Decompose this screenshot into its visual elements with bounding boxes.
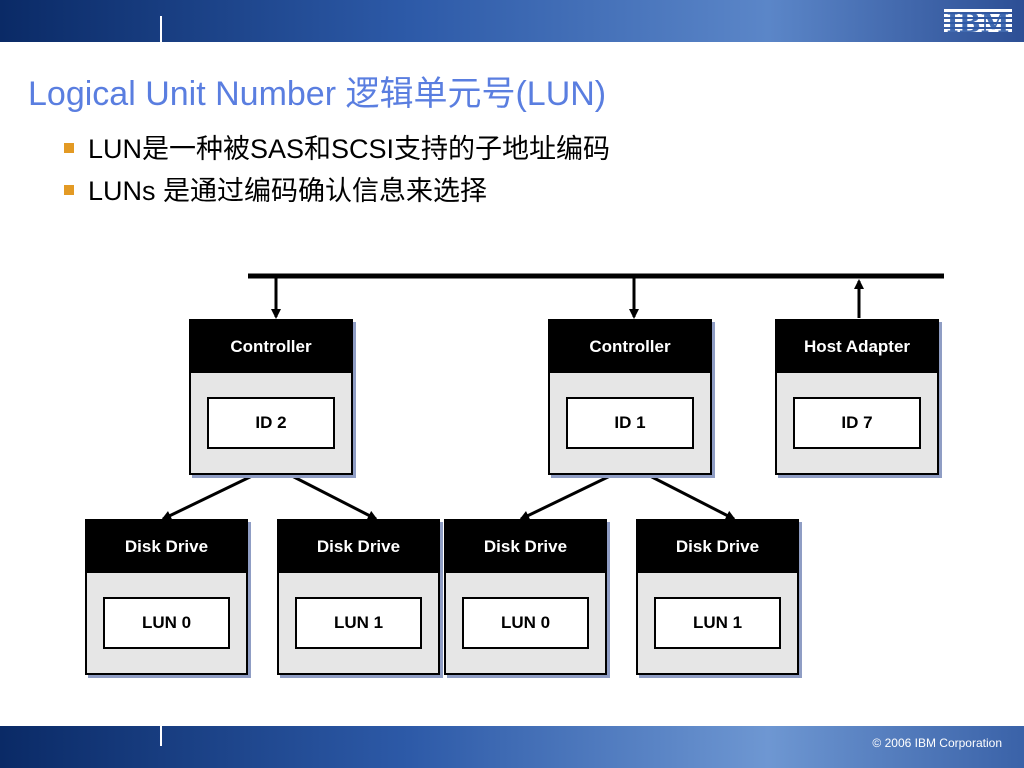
controller-box: Controller ID 2	[189, 319, 353, 475]
controller-id: ID 1	[566, 397, 694, 449]
controller-header: Controller	[550, 321, 710, 373]
host-adapter-header: Host Adapter	[777, 321, 937, 373]
controller-to-disk-arrow	[161, 474, 253, 521]
controller-id: ID 2	[207, 397, 335, 449]
disk-drive-header: Disk Drive	[638, 521, 797, 573]
lun-label: LUN 0	[462, 597, 589, 649]
square-bullet-icon	[64, 185, 74, 195]
controller-box: Controller ID 1	[548, 319, 712, 475]
top-banner: IBM	[0, 0, 1024, 42]
bullet-item: LUNs 是通过编码确认信息来选择	[64, 170, 610, 212]
disk-drive-box: Disk Drive LUN 0	[85, 519, 248, 675]
host-adapter-id: ID 7	[793, 397, 921, 449]
disk-drive-box: Disk Drive LUN 1	[277, 519, 440, 675]
copyright-text: © 2006 IBM Corporation	[872, 736, 1002, 750]
disk-drive-box: Disk Drive LUN 1	[636, 519, 799, 675]
square-bullet-icon	[64, 143, 74, 153]
controller-to-disk-arrow	[649, 474, 736, 521]
host-adapter-box: Host Adapter ID 7	[775, 319, 939, 475]
bullet-item: LUN是一种被SAS和SCSI支持的子地址编码	[64, 128, 610, 170]
disk-drive-header: Disk Drive	[279, 521, 438, 573]
bullet-text: LUN是一种被SAS和SCSI支持的子地址编码	[88, 134, 611, 164]
disk-drive-header: Disk Drive	[446, 521, 605, 573]
lun-label: LUN 1	[295, 597, 422, 649]
bullet-text: LUNs 是通过编码确认信息来选择	[88, 176, 488, 206]
bottom-banner: © 2006 IBM Corporation	[0, 726, 1024, 768]
page-title: Logical Unit Number 逻辑单元号(LUN)	[28, 75, 607, 113]
bullet-list: LUN是一种被SAS和SCSI支持的子地址编码 LUNs 是通过编码确认信息来选…	[64, 128, 610, 212]
controller-to-disk-arrow	[291, 474, 378, 521]
logo-text: IBM	[947, 9, 1010, 39]
disk-drive-box: Disk Drive LUN 0	[444, 519, 607, 675]
lun-label: LUN 0	[103, 597, 230, 649]
disk-drive-header: Disk Drive	[87, 521, 246, 573]
banner-divider	[160, 726, 162, 746]
controller-to-disk-arrow	[519, 474, 611, 521]
banner-divider	[160, 16, 162, 42]
controller-header: Controller	[191, 321, 351, 373]
ibm-logo: IBM	[944, 9, 1012, 39]
lun-label: LUN 1	[654, 597, 781, 649]
